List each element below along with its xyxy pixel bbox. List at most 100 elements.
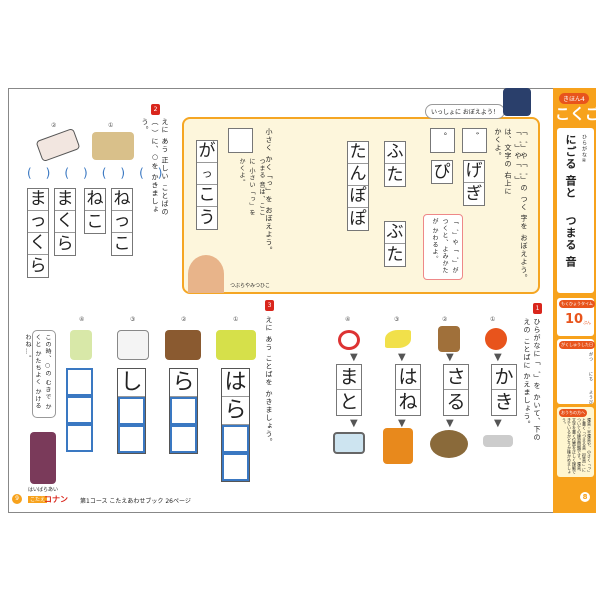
stamp-image (70, 330, 92, 360)
dakuten-note: 「゛」や「゜」は、文字の 右上に かくよ。 (494, 128, 522, 196)
char: ま (337, 365, 361, 390)
pic-label: ③ (130, 316, 136, 323)
char: げ (464, 161, 484, 183)
tree-roots-image (92, 132, 134, 160)
char: っ (197, 163, 217, 185)
persimmon-image (485, 328, 507, 350)
column-tanpopo: た ん ぽ ぽ (347, 141, 369, 231)
answer-tag: こたえ (28, 496, 48, 503)
char: ま (28, 189, 48, 211)
char: さ (444, 365, 468, 390)
footer-text: 第1コース こたえあわせブック 26ページ (80, 498, 191, 505)
date-month[interactable]: がつ (589, 352, 594, 362)
speech-bubble: いっしょに おぼえよう！ (425, 104, 505, 119)
char: と (339, 391, 359, 413)
pic-label-2: ② (51, 122, 57, 129)
word-column-kaki[interactable]: か き (491, 364, 517, 416)
problem-2-marker: 2 (151, 104, 160, 115)
key-image (483, 435, 513, 447)
char: ぎ (465, 183, 483, 204)
feather-image (385, 330, 411, 348)
sokuon-sample-box (228, 128, 253, 153)
ai-speech-bubble: この時、○の むきで かくと かたちよく かけるわね…。 (24, 330, 56, 418)
char: ら (56, 233, 74, 254)
window-image (333, 432, 365, 454)
problem-3-marker: 3 (265, 300, 274, 311)
answer-cell[interactable] (222, 453, 249, 481)
dog-image (117, 330, 149, 360)
char: ぽ (349, 208, 367, 229)
time-label: もくひょうタイム (559, 300, 595, 308)
pic-label-1: ① (108, 122, 114, 129)
pink-note: 「゛」や「゜」が つくと、よみかたが かわるよ。 (423, 214, 463, 280)
dakuten-title: 「゛」や「゜」の つく 字を おぼえよう。 (520, 128, 528, 282)
char: こ (113, 233, 131, 254)
character-name: はいばらあい (28, 487, 59, 493)
mitsuhiko-character (188, 255, 224, 293)
handakuten-sample-box: ゜ (430, 128, 455, 153)
problem-3-instruction: えに あう ことばを かきましょう。 (265, 316, 273, 446)
char: こ (86, 211, 104, 232)
answer-cell[interactable] (170, 397, 197, 425)
word-column-mato[interactable]: ま と (336, 364, 362, 416)
char: ね (85, 189, 105, 211)
sokuon-note: つまる 音は、ここに 小さい「っ」を かくよ。 (238, 158, 265, 217)
parents-text: 濁音・半濁音や、小さく「っ」と書く「つまる音（促音）」についての練習問題です。濁… (562, 418, 592, 474)
jack-in-box-image (383, 428, 413, 464)
answer-cell[interactable] (66, 424, 93, 452)
date-label: がくしゅうした日 (559, 341, 595, 349)
pic-label: ④ (79, 316, 85, 323)
arrow-down-icon: ▼ (446, 418, 454, 429)
answer-cell[interactable] (66, 368, 93, 396)
pic-label: ① (490, 316, 496, 323)
vegetables-image (430, 430, 468, 458)
time-unit: ぷん (583, 320, 591, 325)
answer-cell[interactable] (66, 396, 93, 424)
char: ふ (385, 142, 405, 164)
char: が (197, 141, 217, 163)
char: ら (170, 369, 197, 397)
answer-column-hara: は ら (221, 368, 250, 482)
column-gegi: げ ぎ (463, 160, 485, 206)
monkey-image (438, 326, 460, 352)
char: き (494, 391, 514, 413)
arrow-down-icon: ▼ (398, 352, 406, 363)
parents-label: おうちの方へ (559, 409, 587, 417)
answer-cell[interactable] (222, 425, 249, 453)
field-image (216, 330, 256, 360)
brand-logo: コナン (44, 495, 68, 504)
char: く (28, 233, 48, 255)
word-column-saru[interactable]: さ る (443, 364, 469, 416)
problem-1-marker: 1 (533, 303, 542, 314)
title-panel (557, 128, 594, 293)
word-column-hane[interactable]: は ね (395, 364, 421, 416)
answer-column-neko: ね こ (84, 188, 106, 234)
parents-panel (557, 407, 594, 477)
char: こ (197, 185, 217, 207)
otter-image (165, 330, 201, 360)
char: は (396, 365, 420, 390)
answer-cell[interactable] (170, 425, 197, 453)
char: ぶ (385, 222, 405, 244)
column-futa: ふ た (384, 141, 406, 187)
haibara-character (30, 432, 56, 484)
char: っ (112, 211, 132, 233)
unit-label: ひらがな④ (581, 134, 587, 165)
char: う (198, 207, 216, 228)
time-value: 10 (565, 312, 584, 327)
target-image (338, 330, 360, 350)
char: ね (398, 391, 418, 413)
date-day[interactable]: にち (589, 372, 594, 382)
pic-label: ④ (345, 316, 351, 323)
date-weekday[interactable]: ようび (589, 390, 594, 405)
answer-cell[interactable] (118, 425, 145, 453)
subject-title: こくご (555, 105, 600, 123)
char: た (386, 244, 404, 265)
answer-column-4 (66, 368, 93, 452)
char: か (492, 365, 516, 390)
pic-label: ② (181, 316, 187, 323)
char: た (348, 142, 368, 164)
char: ぽ (348, 186, 368, 208)
answer-cell[interactable] (118, 397, 145, 425)
answer-parens[interactable]: ()()()() (27, 166, 177, 180)
